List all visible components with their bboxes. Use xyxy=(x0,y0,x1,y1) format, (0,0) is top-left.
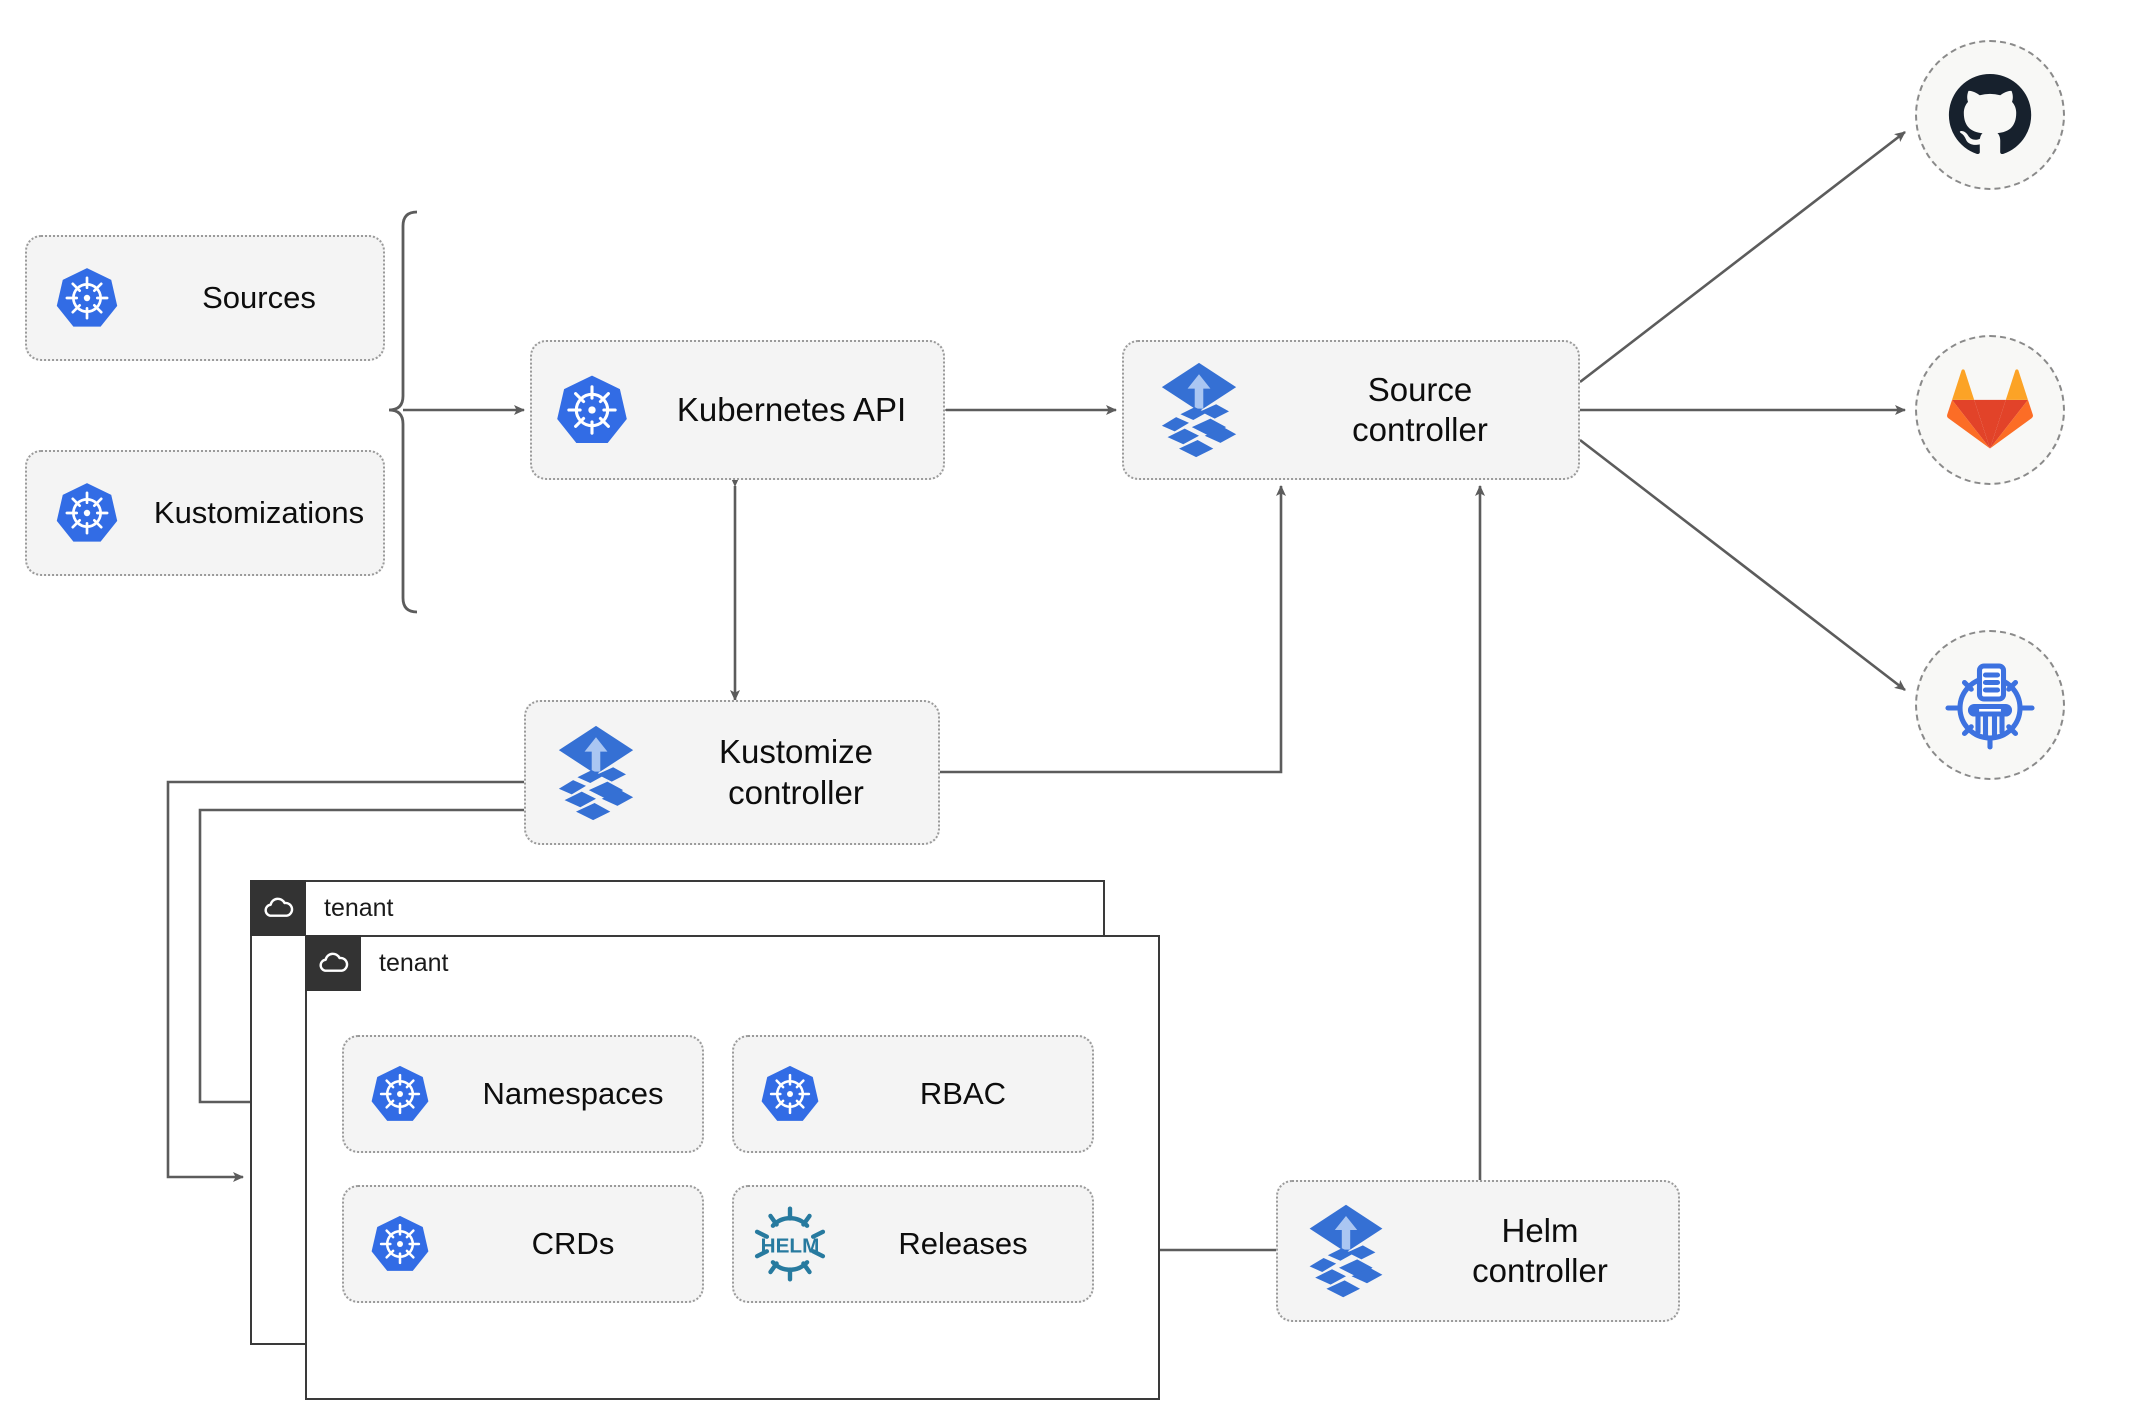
node-releases-label: Releases xyxy=(898,1226,1028,1262)
kubernetes-icon xyxy=(27,265,147,331)
helm-icon: HELM xyxy=(734,1205,846,1283)
provider-github[interactable] xyxy=(1915,40,2065,190)
node-sources[interactable]: Sources xyxy=(25,235,385,361)
kubernetes-icon xyxy=(27,480,147,546)
cloud-icon xyxy=(250,880,306,936)
node-kustomize-controller-label: Kustomize controller xyxy=(718,733,874,811)
flux-icon xyxy=(1278,1202,1414,1300)
kubernetes-icon xyxy=(532,372,652,448)
edge-source-controller-to-helm-charts xyxy=(1579,438,1906,692)
node-crds-label: CRDs xyxy=(531,1226,615,1262)
kubernetes-icon xyxy=(734,1063,846,1125)
node-namespaces-label: Namespaces xyxy=(482,1076,664,1112)
node-releases[interactable]: HELM Releases xyxy=(732,1185,1094,1303)
gitlab-icon xyxy=(1947,369,2033,449)
provider-helm-charts[interactable] xyxy=(1915,630,2065,780)
github-icon xyxy=(1948,73,2032,155)
node-sources-label: Sources xyxy=(202,280,316,316)
node-rbac-label: RBAC xyxy=(919,1076,1007,1112)
helm-chart-repo-icon xyxy=(1945,663,2035,750)
tenant-outer-label: tenant xyxy=(324,893,394,922)
node-source-controller[interactable]: Source controller xyxy=(1122,340,1580,480)
group-bracket xyxy=(388,210,418,614)
flux-icon xyxy=(526,723,666,823)
node-kustomize-controller[interactable]: Kustomize controller xyxy=(524,700,940,845)
node-kubernetes-api[interactable]: Kubernetes API xyxy=(530,340,945,480)
edge-kustomize-to-source-controller xyxy=(940,485,1286,774)
edge-source-controller-to-github xyxy=(1579,130,1906,384)
svg-text:HELM: HELM xyxy=(761,1235,820,1258)
node-helm-controller[interactable]: Helm controller xyxy=(1276,1180,1680,1322)
tenant-outer-header: tenant xyxy=(250,880,394,936)
cloud-icon xyxy=(305,935,361,991)
kubernetes-icon xyxy=(344,1063,456,1125)
flux-icon xyxy=(1124,360,1274,460)
node-kustomizations[interactable]: Kustomizations xyxy=(25,450,385,576)
node-kubernetes-api-label: Kubernetes API xyxy=(676,390,907,428)
node-rbac[interactable]: RBAC xyxy=(732,1035,1094,1153)
node-helm-controller-label: Helm controller xyxy=(1472,1211,1608,1289)
tenant-panel-inner[interactable]: tenant xyxy=(305,935,1160,1400)
node-kustomizations-label: Kustomizations xyxy=(153,495,365,531)
kubernetes-icon xyxy=(344,1213,456,1275)
provider-gitlab[interactable] xyxy=(1915,335,2065,485)
node-source-controller-label: Source controller xyxy=(1352,370,1488,448)
node-crds[interactable]: CRDs xyxy=(342,1185,704,1303)
tenant-inner-label: tenant xyxy=(379,948,449,977)
node-namespaces[interactable]: Namespaces xyxy=(342,1035,704,1153)
tenant-inner-header: tenant xyxy=(305,935,449,991)
